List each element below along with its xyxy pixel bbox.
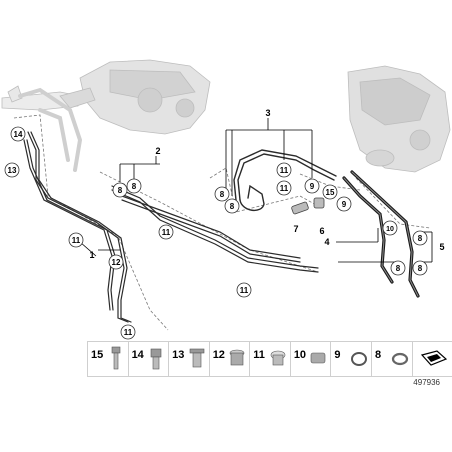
svg-text:8: 8 xyxy=(230,202,235,211)
figure-id: 497936 xyxy=(413,378,440,387)
callout-7: 7 xyxy=(293,224,298,234)
callout-2: 2 xyxy=(155,146,160,156)
svg-text:9: 9 xyxy=(342,200,347,209)
legend-cell: 11 xyxy=(250,342,291,376)
callout-4: 4 xyxy=(324,237,329,247)
svg-text:11: 11 xyxy=(72,236,81,245)
hex-nut-icon xyxy=(150,348,162,370)
callout-8-f: 8 xyxy=(412,260,428,276)
legend-number: 9 xyxy=(334,349,341,361)
callout-12: 12 xyxy=(108,254,124,270)
callout-11-f: 11 xyxy=(276,180,292,196)
spring-clamp-icon xyxy=(391,352,408,366)
legend-cell: 10 xyxy=(291,342,332,376)
callout-9-a: 9 xyxy=(304,178,320,194)
callout-11-d: 11 xyxy=(236,282,252,298)
callout-1: 1 xyxy=(89,250,94,260)
legend-cell: 9 xyxy=(331,342,372,376)
callout-11-c: 11 xyxy=(158,224,174,240)
svg-text:15: 15 xyxy=(326,188,335,197)
callout-14: 14 xyxy=(10,126,26,142)
callout-11-e: 11 xyxy=(276,162,292,178)
callouts: 14 13 11 1 12 11 2 8 8 11 xyxy=(4,108,445,340)
svg-text:12: 12 xyxy=(112,258,121,267)
svg-text:8: 8 xyxy=(132,182,137,191)
grommet-icon xyxy=(270,350,286,366)
svg-text:11: 11 xyxy=(280,184,289,193)
svg-text:13: 13 xyxy=(8,166,17,175)
legend-cell: 14 xyxy=(129,342,170,376)
callout-8-a: 8 xyxy=(112,182,128,198)
oil-line-3 xyxy=(233,149,337,211)
small-clip-parts xyxy=(291,197,325,215)
legend-number: 8 xyxy=(374,349,382,361)
bolt-icon xyxy=(111,346,120,370)
callout-15: 15 xyxy=(322,184,338,200)
ghost-oil-lines xyxy=(18,87,83,172)
callout-8-e: 8 xyxy=(390,260,406,276)
legend-cell: 13 xyxy=(169,342,210,376)
callout-8-c: 8 xyxy=(214,186,230,202)
svg-text:8: 8 xyxy=(220,190,225,199)
legend-cell: 15 xyxy=(88,342,129,376)
spacer-sleeve-icon xyxy=(229,349,245,366)
svg-text:8: 8 xyxy=(118,186,123,195)
engine-block-ghost xyxy=(1,59,211,135)
legend-cell xyxy=(413,342,452,376)
transmission-ghost xyxy=(347,65,451,173)
svg-text:8: 8 xyxy=(418,264,423,273)
oil-line-2 xyxy=(111,185,319,273)
callout-9-b: 9 xyxy=(336,196,352,212)
svg-text:10: 10 xyxy=(386,226,394,233)
callout-6: 6 xyxy=(319,226,324,236)
callout-8-g: 8 xyxy=(412,230,428,246)
svg-text:11: 11 xyxy=(162,228,171,237)
leader-lines xyxy=(79,118,433,266)
legend-number: 12 xyxy=(212,349,225,361)
legend-number: 14 xyxy=(131,349,144,361)
parts-legend-table: 15 14 13 12 11 10 xyxy=(87,341,452,377)
svg-text:9: 9 xyxy=(310,182,315,191)
oil-line-4-5-highlight xyxy=(343,171,419,297)
clip-icon xyxy=(311,352,326,364)
legend-number: 11 xyxy=(253,349,265,361)
svg-text:11: 11 xyxy=(280,166,289,175)
svg-text:8: 8 xyxy=(418,234,423,243)
svg-text:11: 11 xyxy=(240,286,249,295)
svg-text:8: 8 xyxy=(396,264,401,273)
legend-cell: 12 xyxy=(210,342,251,376)
callout-3: 3 xyxy=(265,108,270,118)
svg-text:14: 14 xyxy=(14,130,23,139)
cover-plate-icon xyxy=(420,350,448,366)
svg-text:11: 11 xyxy=(124,328,133,337)
flange-nut-icon xyxy=(189,348,204,368)
callout-5: 5 xyxy=(439,242,444,252)
callout-8-b: 8 xyxy=(126,178,142,194)
callout-11-b: 11 xyxy=(120,324,136,340)
legend-number: 13 xyxy=(172,349,185,361)
callout-10: 10 xyxy=(382,220,398,236)
legend-cell: 8 xyxy=(372,342,413,376)
callout-13: 13 xyxy=(4,162,20,178)
oil-line-1 xyxy=(23,131,132,323)
legend-number: 10 xyxy=(293,349,307,361)
callout-11-a: 11 xyxy=(68,232,84,248)
hose-clamp-icon xyxy=(350,352,367,366)
callout-8-d: 8 xyxy=(224,198,240,214)
legend-number: 15 xyxy=(91,349,104,361)
